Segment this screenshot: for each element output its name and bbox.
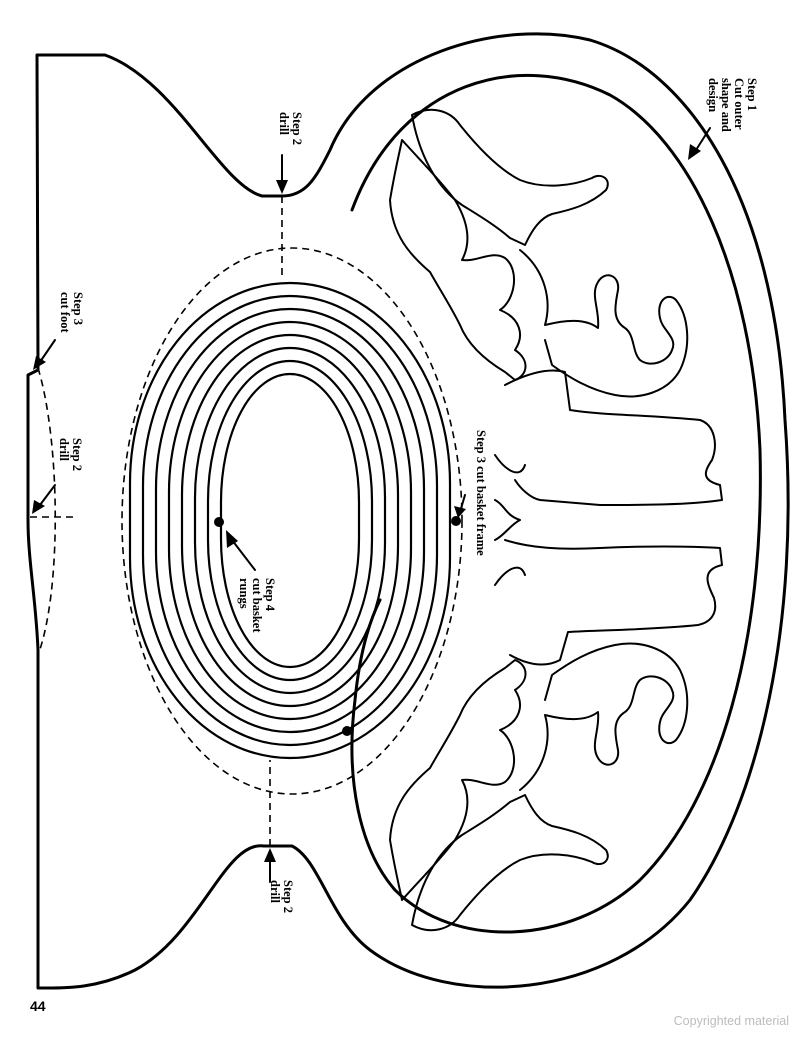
arrow-step3-frame <box>454 506 466 518</box>
arrow-step3-foot <box>33 356 46 370</box>
inner-rim-outline <box>350 73 762 934</box>
label-step4: Step 4 cut basket rungs <box>237 578 277 636</box>
stag-design-bottom <box>389 539 723 932</box>
basket-rung <box>193 346 387 695</box>
arrow-step1 <box>688 144 701 160</box>
label-step2-top: Step 2 drill <box>277 112 304 148</box>
basket-rungs <box>128 281 452 760</box>
basket-rung <box>141 294 439 747</box>
page-number: 44 <box>30 998 46 1014</box>
label-step1: Step 1 Cut outer shape and design <box>706 78 759 135</box>
stag-center-stem <box>494 454 526 586</box>
copyright-notice: Copyrighted material <box>673 1014 789 1028</box>
inner-start-dot <box>342 726 352 736</box>
basket-rung <box>154 307 426 734</box>
arrow-step2-bottom <box>264 848 276 862</box>
label-step3-foot: Step 3 cut foot <box>58 292 85 333</box>
label-step2-bottom: Step 2 drill <box>268 880 295 916</box>
basket-frame-dashed <box>121 247 463 795</box>
foot-dashed-arc <box>37 367 57 656</box>
basket-rung <box>167 320 413 721</box>
arrows <box>32 127 711 883</box>
basket-rung <box>180 333 400 708</box>
arrow-step2-left <box>32 500 45 514</box>
arrow-step4 <box>226 530 238 548</box>
label-step3-frame: Step 3 cut basket frame <box>474 430 488 556</box>
stag-design-top <box>389 108 723 506</box>
basket-rung <box>219 372 361 669</box>
frame-start-dot <box>451 516 461 526</box>
outer-shape-outline <box>26 32 790 990</box>
label-step2-left: Step 2 drill <box>57 438 84 474</box>
basket-rung <box>128 281 452 760</box>
basket-rung <box>206 359 374 682</box>
rung-start-dot <box>214 517 224 527</box>
arrow-step2-top <box>276 180 288 194</box>
